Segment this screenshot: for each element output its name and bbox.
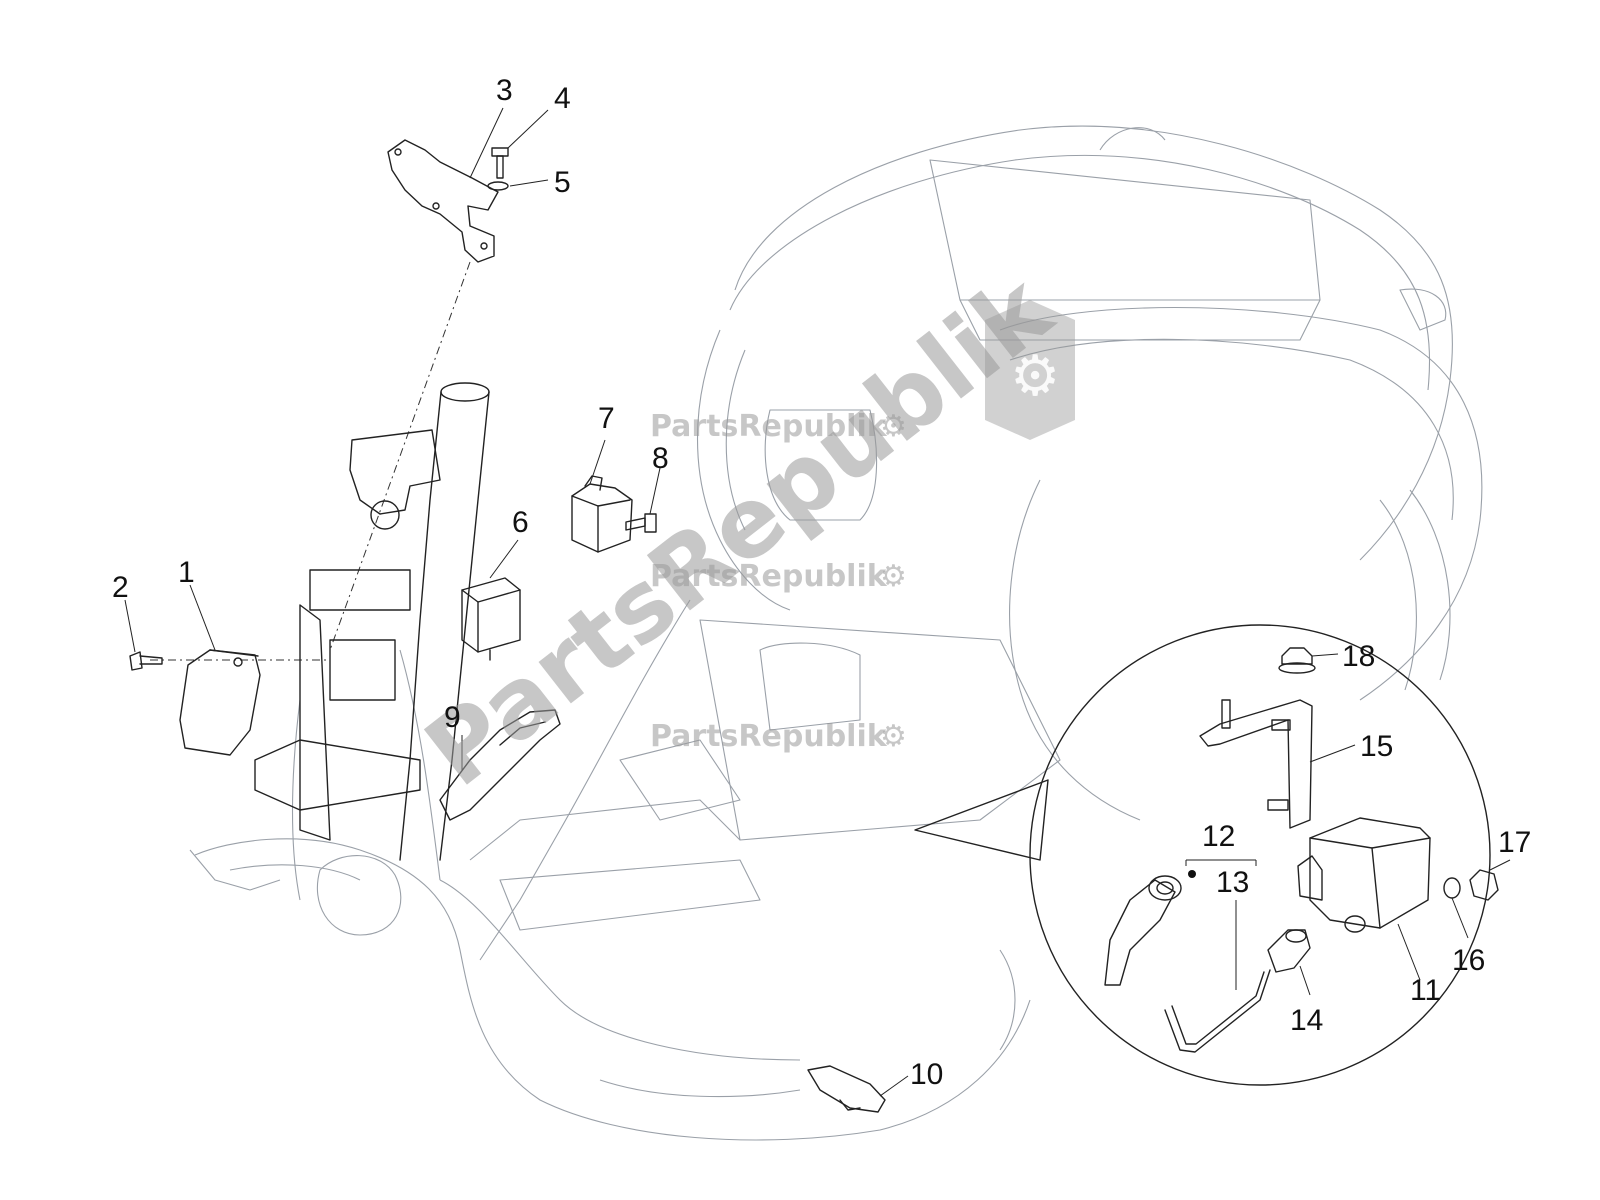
part-16-washer <box>1443 877 1469 939</box>
svg-text:PartsRepublik: PartsRepublik <box>650 719 888 754</box>
part-18-nut <box>1278 647 1339 674</box>
gear-icon: ⚙ <box>880 559 907 594</box>
part-1-control-unit <box>179 584 261 756</box>
callout-5: 5 <box>554 166 571 199</box>
callout-16: 16 <box>1452 944 1485 977</box>
part-7-module <box>571 439 633 553</box>
part-5-washer <box>487 179 549 191</box>
callout-11: 11 <box>1410 974 1441 1007</box>
callout-8: 8 <box>652 442 669 475</box>
callout-18: 18 <box>1342 640 1375 673</box>
callout-6: 6 <box>512 506 529 539</box>
scooter-body-frame <box>189 125 1483 1141</box>
watermark-brand-2: PartsRepublik ⚙ <box>650 559 907 594</box>
steering-column <box>254 382 490 861</box>
watermark-brand-1: PartsRepublik ⚙ <box>650 409 907 444</box>
callout-9: 9 <box>444 701 461 734</box>
callout-labels: 1 2 3 4 5 6 7 8 9 10 11 12 13 14 15 16 1… <box>112 74 1531 1091</box>
part-10-cover <box>807 1065 909 1113</box>
detail-view <box>914 624 1491 1086</box>
part-9-cover <box>439 709 561 821</box>
part-12-13-spark-plug-cap <box>1104 859 1271 1053</box>
bullet-icon <box>1188 870 1196 878</box>
callout-17: 17 <box>1498 826 1531 859</box>
part-8-screw <box>625 467 661 533</box>
watermark-brand-3: PartsRepublik ⚙ <box>650 719 907 754</box>
part-17-nut <box>1469 859 1511 901</box>
callout-1: 1 <box>178 556 195 589</box>
callout-7: 7 <box>598 402 615 435</box>
gear-icon: ⚙ <box>880 719 907 754</box>
gear-icon: ⚙ <box>1010 344 1060 409</box>
part-15-bracket <box>1199 699 1356 829</box>
svg-text:PartsRepublik: PartsRepublik <box>650 559 888 594</box>
part-11-ignition-coil <box>1297 817 1431 981</box>
part-4-bolt <box>491 109 549 179</box>
part-6-relay <box>461 539 521 661</box>
callout-14: 14 <box>1290 1004 1323 1037</box>
callout-4: 4 <box>554 82 571 115</box>
gear-icon: ⚙ <box>880 409 907 444</box>
callout-15: 15 <box>1360 730 1393 763</box>
callout-2: 2 <box>112 571 129 604</box>
svg-text:PartsRepublik: PartsRepublik <box>650 409 888 444</box>
callout-12: 12 <box>1202 820 1235 853</box>
part-3-bracket <box>387 107 504 263</box>
watermark-logo: ⚙ <box>985 300 1075 440</box>
callout-13: 13 <box>1216 866 1249 899</box>
callout-3: 3 <box>496 74 513 107</box>
mounting-line <box>329 261 471 651</box>
part-2-screw <box>124 599 163 671</box>
callout-10: 10 <box>910 1058 943 1091</box>
part-14-boot <box>1267 929 1311 996</box>
